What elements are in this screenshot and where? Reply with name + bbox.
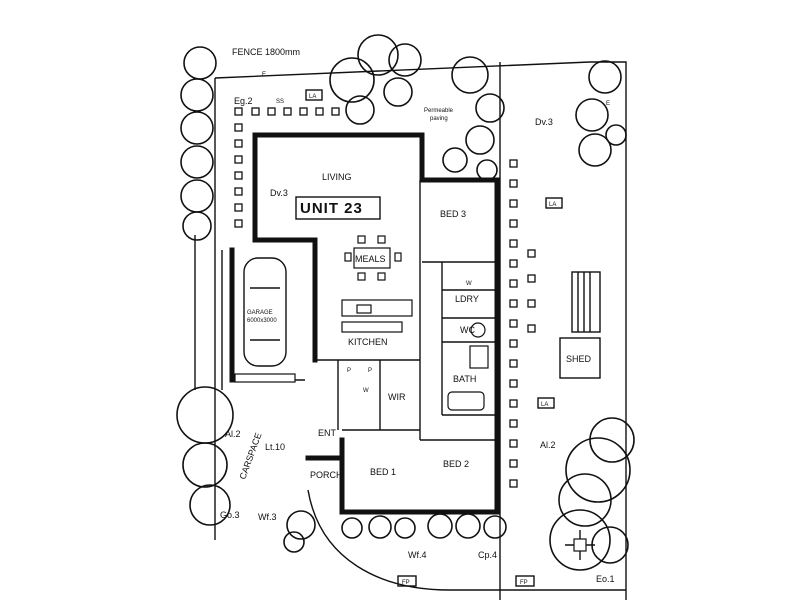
paving-squares-right <box>509 159 536 488</box>
bath-label: BATH <box>453 374 476 384</box>
shrubs-front-row <box>341 513 507 539</box>
meals-label: MEALS <box>355 254 386 264</box>
tag-w2: W <box>363 388 369 394</box>
paving-label-1: Permeable <box>424 108 454 114</box>
garage-size-label: 6000x3000 <box>247 318 277 324</box>
paving-squares-top <box>251 107 340 116</box>
ent-label: ENT <box>318 428 337 438</box>
tag-la-right-mid: LA <box>541 402 548 408</box>
car-outline <box>243 257 287 367</box>
feature-tree-marker <box>565 530 595 560</box>
tag-fp-left: FP <box>402 580 410 586</box>
kitchen-label: KITCHEN <box>348 337 388 347</box>
bed3-label: BED 3 <box>440 209 466 219</box>
tag-la-right-top: LA <box>549 202 556 208</box>
paving-label-2: paving <box>430 116 448 122</box>
garage-label: GARAGE <box>247 310 273 316</box>
ldry-label: LDRY <box>455 294 479 304</box>
interior-walls <box>315 180 497 441</box>
plant-label-wf3: Wf.3 <box>258 512 277 522</box>
plant-label-dv3-right: Dv.3 <box>535 117 553 127</box>
wc-label: WC <box>460 325 475 335</box>
kitchen-bench <box>341 299 413 333</box>
trees-bottom-right <box>549 417 635 571</box>
unit-label: UNIT 23 <box>300 200 363 217</box>
plant-label-wf4: Wf.4 <box>408 550 427 560</box>
tag-p2: P <box>368 368 372 374</box>
tag-w1: W <box>466 281 472 287</box>
plant-label-cp4: Cp.4 <box>478 550 497 560</box>
fence-e-label-right: E <box>606 101 610 107</box>
tag-fp-right: FP <box>520 580 528 586</box>
trees-bottom-left <box>176 386 316 553</box>
porch-label: PORCH <box>310 470 343 480</box>
tag-p1: P <box>347 368 351 374</box>
plant-label-eo1: Eo.1 <box>596 574 615 584</box>
plant-label-lt10: Lt.10 <box>265 442 285 452</box>
house-walls <box>252 132 500 515</box>
plant-label-go3: Go.3 <box>220 510 240 520</box>
tag-la-top: LA <box>309 94 316 100</box>
fence-e-label: E <box>262 72 266 78</box>
carspace-label: CARSPACE <box>237 431 263 480</box>
hedge-trees-left <box>180 46 217 241</box>
shed <box>559 271 601 379</box>
trees-top-cluster <box>329 34 505 181</box>
garage <box>229 247 305 383</box>
shed-label: SHED <box>566 354 592 364</box>
plant-label-eg2: Eg.2 <box>234 96 253 106</box>
living-label: LIVING <box>322 172 352 182</box>
fence-label: FENCE 1800mm <box>232 47 300 57</box>
bath-fixtures <box>447 322 489 411</box>
hedge-trees-right <box>575 60 627 167</box>
front-path-curve <box>307 489 626 591</box>
wir-label: WIR <box>388 392 406 402</box>
plant-label-dv3-left: Dv.3 <box>270 188 288 198</box>
bed1-label: BED 1 <box>370 467 396 477</box>
tag-ss: SS <box>276 99 284 105</box>
meals-table <box>344 235 402 281</box>
bed2-label: BED 2 <box>443 459 469 469</box>
paving-squares-left <box>234 107 243 228</box>
plant-label-al2-right: Al.2 <box>540 440 556 450</box>
plant-label-al2-left: Al.2 <box>225 429 241 439</box>
